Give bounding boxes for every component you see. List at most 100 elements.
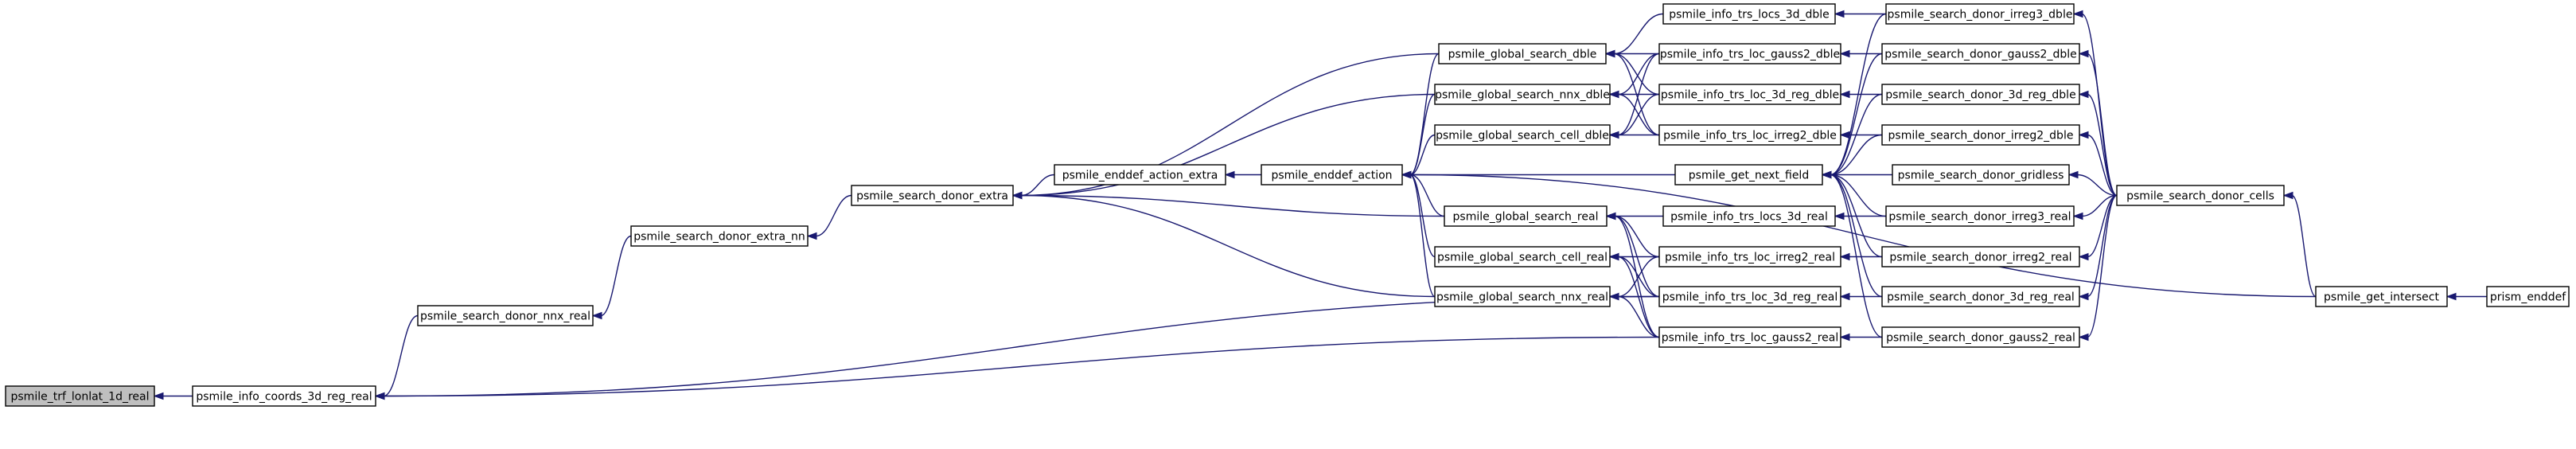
nodes-layer: psmile_trf_lonlat_1d_real psmile_info_coo… <box>5 3 2570 407</box>
edge-n31-to-n28 <box>2078 194 2118 261</box>
node-psmile-info-coords-3d-reg-real[interactable]: psmile_info_coords_3d_reg_real <box>192 385 376 407</box>
node-label: psmile_search_donor_3d_reg_real <box>1887 291 2075 304</box>
node-psmile-search-donor-3d-reg-real[interactable]: psmile_search_donor_3d_reg_real <box>1881 286 2080 307</box>
edge-line <box>2087 194 2118 298</box>
edge-n12-to-n4 <box>1011 191 1436 298</box>
arrowhead-icon <box>1834 212 1845 221</box>
node-psmile-enddef-action-extra[interactable]: psmile_enddef_action_extra <box>1054 164 1226 185</box>
arrowhead-icon <box>2078 131 2089 139</box>
node-label: psmile_search_donor_cells <box>2126 190 2274 203</box>
arrowhead-icon <box>2067 170 2079 179</box>
node-label: psmile_search_donor_gauss2_real <box>1886 332 2075 345</box>
edge-line <box>1409 174 1436 298</box>
arrowhead-icon <box>1608 292 1619 301</box>
edge-n31-to-n29 <box>2078 194 2118 301</box>
arrowhead-icon <box>2078 90 2089 99</box>
node-prism-enddef[interactable]: prism_enddef <box>2486 286 2570 307</box>
node-psmile-enddef-action[interactable]: psmile_enddef_action <box>1261 164 1403 185</box>
node-psmile-info-trs-loc-3d-reg-real[interactable]: psmile_info_trs_loc_3d_reg_real <box>1658 286 1841 307</box>
arrowhead-icon <box>806 232 817 240</box>
edge-n31-to-n30 <box>2078 194 2118 342</box>
node-psmile-global-search-nnx-real[interactable]: psmile_global_search_nnx_real <box>1434 286 1611 307</box>
edge-n28-to-n19 <box>1839 252 1882 261</box>
node-psmile-search-donor-extra[interactable]: psmile_search_donor_extra <box>851 185 1014 206</box>
node-psmile-info-trs-loc-irreg2-dble[interactable]: psmile_info_trs_loc_irreg2_dble <box>1658 124 1841 146</box>
node-label: psmile_search_donor_extra <box>856 190 1008 203</box>
node-psmile-search-donor-extra-nn[interactable]: psmile_search_donor_extra_nn <box>630 225 809 247</box>
node-psmile-global-search-nnx-dble[interactable]: psmile_global_search_nnx_dble <box>1434 84 1611 105</box>
node-psmile-search-donor-3d-reg-dble[interactable]: psmile_search_donor_3d_reg_dble <box>1881 84 2080 105</box>
edge-line <box>2081 194 2118 217</box>
node-psmile-get-next-field[interactable]: psmile_get_next_field <box>1674 164 1823 185</box>
node-psmile-search-donor-gauss2-dble[interactable]: psmile_search_donor_gauss2_dble <box>1881 43 2080 64</box>
node-psmile-get-intersect[interactable]: psmile_get_intersect <box>2315 286 2448 307</box>
node-box <box>1881 246 2080 267</box>
node-label: psmile_info_coords_3d_reg_real <box>196 391 372 404</box>
node-psmile-global-search-cell-dble[interactable]: psmile_global_search_cell_dble <box>1434 124 1611 146</box>
node-label: psmile_info_trs_loc_3d_reg_real <box>1662 291 1837 304</box>
edge-line <box>1020 194 1445 217</box>
node-psmile-global-search-real[interactable]: psmile_global_search_real <box>1444 205 1608 227</box>
edge-n30-to-n17 <box>1821 170 1883 338</box>
arrowhead-icon <box>1839 292 1850 301</box>
edge-n23-to-n14 <box>1839 49 1882 58</box>
edge-line <box>2087 194 2118 258</box>
node-psmile-info-trs-loc-gauss2-real[interactable]: psmile_info_trs_loc_gauss2_real <box>1658 326 1841 348</box>
arrowhead-icon <box>591 311 602 320</box>
node-psmile-info-trs-loc-irreg2-real[interactable]: psmile_info_trs_loc_irreg2_real <box>1658 246 1841 267</box>
edge-line <box>383 336 1660 397</box>
arrowhead-icon <box>1834 10 1845 18</box>
node-psmile-info-trs-locs-3d-real[interactable]: psmile_info_trs_locs_3d_real <box>1662 205 1836 227</box>
edges-layer <box>153 10 2487 400</box>
node-box <box>1434 286 1611 307</box>
node-psmile-info-trs-loc-gauss2-dble[interactable]: psmile_info_trs_loc_gauss2_dble <box>1658 43 1841 64</box>
edge-line <box>383 295 1660 397</box>
edge-n16-to-n9 <box>1608 131 1659 139</box>
edge-line <box>1617 53 1660 136</box>
node-psmile-search-donor-nnx-real[interactable]: psmile_search_donor_nnx_real <box>417 305 594 326</box>
node-box <box>1434 84 1611 105</box>
edge-n4-to-n3 <box>806 194 852 240</box>
node-psmile-global-search-dble[interactable]: psmile_global_search_dble <box>1438 43 1607 64</box>
arrowhead-icon <box>2072 212 2083 221</box>
arrowhead-icon <box>1821 170 1832 179</box>
node-label: psmile_search_donor_irreg2_dble <box>1888 130 2074 143</box>
edge-n31-to-n27 <box>2072 194 2118 221</box>
arrowhead-icon <box>1608 90 1619 99</box>
node-label: psmile_global_search_nnx_dble <box>1435 89 1610 102</box>
node-psmile-search-donor-irreg2-real[interactable]: psmile_search_donor_irreg2_real <box>1881 246 2080 267</box>
node-psmile-search-donor-irreg3-dble[interactable]: psmile_search_donor_irreg3_dble <box>1885 3 2075 25</box>
arrowhead-icon <box>2445 292 2457 301</box>
edge-n29-to-n20 <box>1839 292 1882 301</box>
edge-n14-to-n8 <box>1608 53 1660 99</box>
edge-line <box>1830 53 1883 176</box>
arrowhead-icon <box>2282 191 2293 200</box>
edge-n3-to-n2 <box>591 235 632 320</box>
edge-line <box>1614 215 1660 338</box>
edge-line <box>1830 174 1883 338</box>
node-label: psmile_enddef_action <box>1271 170 1392 182</box>
arrowhead-icon <box>1224 170 1235 179</box>
edge-line <box>2076 174 2118 197</box>
edge-line <box>383 314 419 397</box>
node-psmile-search-donor-gridless[interactable]: psmile_search_donor_gridless <box>1892 164 2070 185</box>
node-psmile-search-donor-gauss2-real[interactable]: psmile_search_donor_gauss2_real <box>1881 326 2080 348</box>
node-psmile-search-donor-cells[interactable]: psmile_search_donor_cells <box>2116 185 2285 206</box>
node-box <box>192 385 376 407</box>
node-box <box>851 185 1014 206</box>
node-psmile-search-donor-irreg2-dble[interactable]: psmile_search_donor_irreg2_dble <box>1881 124 2080 146</box>
node-psmile-search-donor-irreg3-real[interactable]: psmile_search_donor_irreg3_real <box>1885 205 2075 227</box>
node-psmile-info-trs-loc-3d-reg-dble[interactable]: psmile_info_trs_loc_3d_reg_dble <box>1658 84 1841 105</box>
node-psmile-info-trs-locs-3d-dble[interactable]: psmile_info_trs_locs_3d_dble <box>1662 3 1836 25</box>
node-box <box>1662 3 1836 25</box>
node-label: psmile_info_trs_loc_irreg2_real <box>1665 252 1835 264</box>
node-psmile-trf-lonlat-1d-real[interactable]: psmile_trf_lonlat_1d_real <box>5 385 155 407</box>
edge-n31-to-n23 <box>2078 49 2118 197</box>
edge-n32-to-n31 <box>2282 191 2317 298</box>
edge-line <box>1617 256 1660 298</box>
edge-line <box>2087 194 2118 338</box>
node-psmile-global-search-cell-real[interactable]: psmile_global_search_cell_real <box>1434 246 1611 267</box>
node-box <box>1658 84 1841 105</box>
edge-n20-to-n11 <box>1608 252 1660 298</box>
node-box <box>1885 3 2075 25</box>
